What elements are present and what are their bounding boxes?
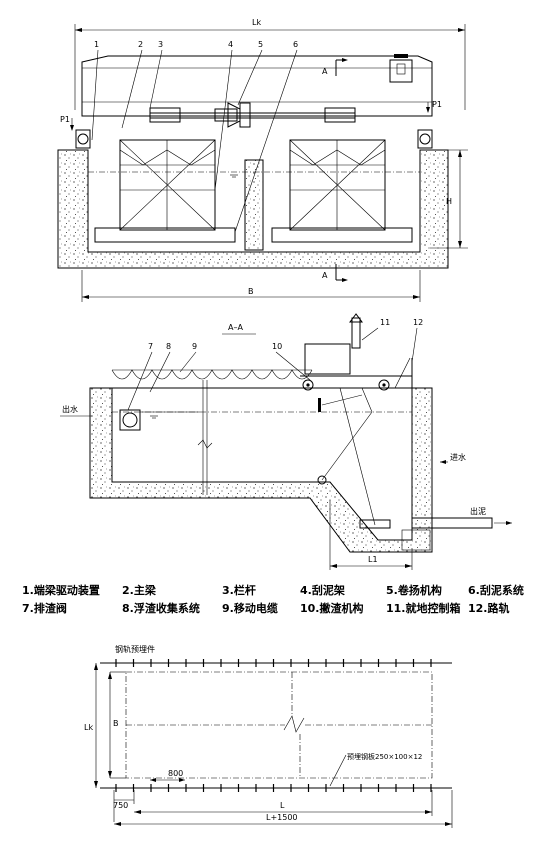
load-p1-left: P1 bbox=[60, 115, 70, 124]
callout-11: 11 bbox=[380, 318, 390, 327]
callout-1: 1 bbox=[94, 40, 99, 49]
dim-b-plan: B bbox=[113, 719, 119, 728]
legend-item-1: 1.端梁驱动装置 bbox=[22, 583, 100, 597]
callout-4: 4 bbox=[228, 40, 233, 49]
label-outlet-sludge: 出泥 bbox=[470, 506, 486, 516]
dim-l1: L1 bbox=[368, 555, 378, 564]
legend-item-11: 11.就地控制箱 bbox=[386, 601, 461, 615]
dim-lk-plan: Lk bbox=[84, 723, 93, 732]
rail-embed-ticks-bottom bbox=[115, 784, 432, 792]
dim-l-plus-1500: L+1500 bbox=[266, 813, 298, 822]
legend-item-4: 4.刮泥架 bbox=[300, 583, 345, 597]
callout-9: 9 bbox=[192, 342, 197, 351]
callout-2: 2 bbox=[138, 40, 143, 49]
section-mark-bottom: A bbox=[322, 271, 328, 280]
dim-b-top: B bbox=[248, 287, 254, 296]
legend: 1.端梁驱动装置 2.主梁 3.栏杆 4.刮泥架 5.卷扬机构 6.刮泥系统 7… bbox=[22, 583, 524, 615]
label-steel-plate: 预埋钢板250×100×12 bbox=[347, 752, 422, 761]
dim-800: 800 bbox=[168, 769, 183, 778]
label-outlet-water: 出水 bbox=[62, 404, 78, 414]
top-elevation-view: Lk P1 P1 bbox=[57, 18, 468, 302]
callout-6: 6 bbox=[293, 40, 298, 49]
legend-item-6: 6.刮泥系统 bbox=[468, 583, 524, 597]
rail-embed-ticks-top bbox=[115, 659, 432, 667]
top-callouts: 1 2 3 4 5 6 bbox=[91, 40, 298, 233]
dim-lk-top: Lk bbox=[252, 18, 261, 27]
label-inlet-water: 进水 bbox=[450, 452, 466, 462]
label-rail-embed: 钢轨预埋件 bbox=[115, 644, 155, 654]
legend-item-9: 9.移动电缆 bbox=[222, 601, 278, 615]
section-title: A–A bbox=[228, 323, 243, 332]
dim-l: L bbox=[280, 801, 285, 810]
section-view-a-a: A–A bbox=[60, 313, 512, 570]
callout-12: 12 bbox=[413, 318, 423, 327]
dim-h: H bbox=[446, 197, 452, 206]
legend-item-2: 2.主梁 bbox=[122, 583, 157, 597]
callout-5: 5 bbox=[258, 40, 263, 49]
legend-item-8: 8.浮渣收集系统 bbox=[122, 601, 200, 615]
callout-10: 10 bbox=[272, 342, 282, 351]
section-mark-top: A bbox=[322, 67, 328, 76]
callout-7: 7 bbox=[148, 342, 153, 351]
legend-item-12: 12.路轨 bbox=[468, 601, 510, 615]
load-p1-right: P1 bbox=[432, 100, 442, 109]
legend-item-7: 7.排渣阀 bbox=[22, 601, 67, 615]
legend-item-3: 3.栏杆 bbox=[222, 583, 256, 597]
dim-750: 750 bbox=[113, 801, 128, 810]
legend-item-5: 5.卷扬机构 bbox=[386, 583, 442, 597]
callout-3: 3 bbox=[158, 40, 163, 49]
legend-item-10: 10.撇渣机构 bbox=[300, 601, 364, 615]
plan-view: 钢轨预埋件 预埋钢板250×100×12 Lk B 800 bbox=[84, 644, 453, 828]
callout-8: 8 bbox=[166, 342, 171, 351]
section-callouts: 7 8 9 10 11 12 bbox=[127, 318, 423, 411]
